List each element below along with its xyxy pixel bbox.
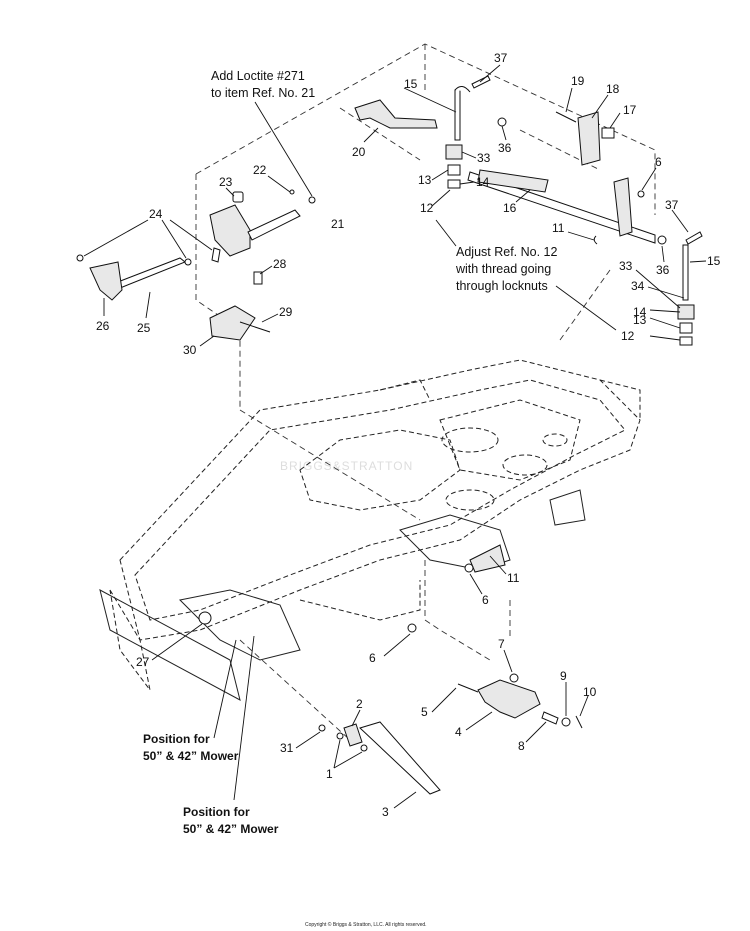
callout-18: 18 — [606, 82, 620, 96]
callout-21: 21 — [331, 217, 345, 231]
callout-16: 16 — [503, 201, 517, 215]
note-position-a-line1: Position for — [143, 732, 210, 746]
callout-36-right: 36 — [656, 263, 670, 277]
parts-upper-left — [76, 189, 316, 341]
watermark-text: BRIGGS&STRATTON — [280, 459, 413, 473]
parts-lower — [198, 544, 583, 795]
callout-8: 8 — [518, 739, 525, 753]
parts-upper-right — [354, 75, 703, 346]
callout-12-right: 12 — [621, 329, 635, 343]
actuator-part — [209, 204, 251, 257]
callout-5: 5 — [421, 705, 428, 719]
callout-36-top: 36 — [498, 141, 512, 155]
callout-numbers: 37 15 20 33 36 13 14 12 19 18 17 6 16 11… — [96, 51, 721, 819]
note-loctite-line1: Add Loctite #271 — [211, 69, 305, 83]
callout-12-top: 12 — [420, 201, 434, 215]
callout-6-low: 6 — [369, 651, 376, 665]
tractor-frame — [99, 359, 641, 701]
callout-37-right: 37 — [665, 198, 679, 212]
callout-13-top: 13 — [418, 173, 432, 187]
callout-33-top: 33 — [477, 151, 491, 165]
callout-23: 23 — [219, 175, 233, 189]
callout-7: 7 — [498, 637, 505, 651]
note-position-b-line1: Position for — [183, 805, 250, 819]
callout-25: 25 — [137, 321, 151, 335]
callout-15-top: 15 — [404, 77, 418, 91]
callout-17: 17 — [623, 103, 637, 117]
callout-2: 2 — [356, 697, 363, 711]
callout-28: 28 — [273, 257, 287, 271]
callout-4: 4 — [455, 725, 462, 739]
callout-1: 1 — [326, 767, 333, 781]
note-adjust-line1: Adjust Ref. No. 12 — [456, 245, 557, 259]
callout-34: 34 — [631, 279, 645, 293]
callout-11-lower: 11 — [507, 571, 520, 585]
annotation-notes: Add Loctite #271 to item Ref. No. 21 Adj… — [143, 69, 557, 836]
callout-26: 26 — [96, 319, 110, 333]
note-loctite-line2: to item Ref. No. 21 — [211, 86, 315, 100]
callout-33-right: 33 — [619, 259, 633, 273]
callout-9: 9 — [560, 669, 567, 683]
callout-22: 22 — [253, 163, 267, 177]
callout-10: 10 — [583, 685, 597, 699]
callout-37-top: 37 — [494, 51, 508, 65]
callout-14-right: 14 — [633, 305, 647, 319]
callout-31: 31 — [280, 741, 294, 755]
copyright-text: Copyright © Briggs & Stratton, LLC. All … — [305, 921, 427, 928]
callout-30: 30 — [183, 343, 197, 357]
callout-24: 24 — [149, 207, 163, 221]
callout-6-top: 6 — [655, 155, 662, 169]
callout-13-right: 13 — [633, 313, 647, 327]
note-position-a-line2: 50” & 42” Mower — [143, 749, 239, 763]
callout-6-mid: 6 — [482, 593, 489, 607]
note-position-b-line2: 50” & 42” Mower — [183, 822, 279, 836]
callout-29: 29 — [279, 305, 293, 319]
callout-11-top: 11 — [552, 221, 565, 235]
note-adjust-line3: through locknuts — [456, 279, 548, 293]
callout-14-top: 14 — [476, 175, 490, 189]
callout-15-right: 15 — [707, 254, 721, 268]
callout-3: 3 — [382, 805, 389, 819]
callout-20: 20 — [352, 145, 366, 159]
note-adjust-line2: with thread going — [455, 262, 551, 276]
callout-27: 27 — [136, 655, 150, 669]
callout-19: 19 — [571, 74, 585, 88]
leader-lines — [83, 64, 707, 809]
